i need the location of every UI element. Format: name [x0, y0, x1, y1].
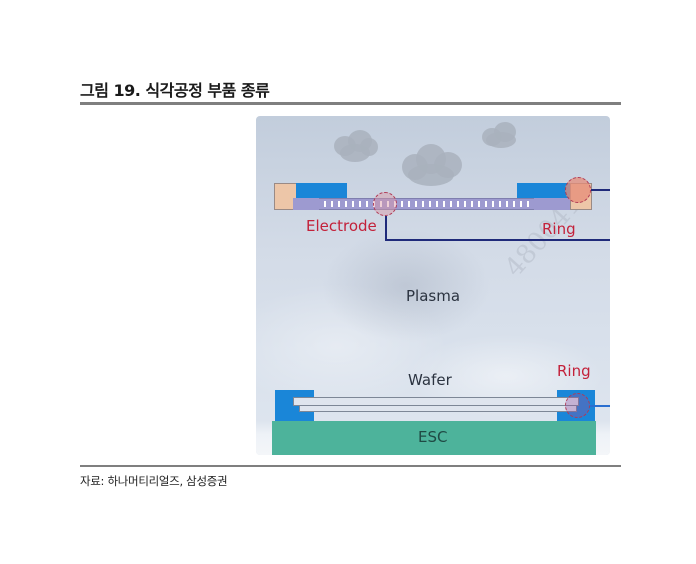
- lower-ring-highlight-circle: [565, 393, 590, 418]
- upper-left-blue-block: [296, 183, 347, 198]
- etching-parts-diagram: 480041 Electrode Ring Plasma Wafer Ring …: [256, 116, 610, 455]
- plasma-label: Plasma: [406, 287, 461, 305]
- upper-electrode-plate: [293, 198, 590, 210]
- upper-right-blue-block: [517, 183, 571, 198]
- figure-source: 자료: 하나머티리얼즈, 삼성증권: [80, 474, 228, 488]
- electrode-connector-horizontal: [385, 239, 610, 241]
- electrode-highlight-circle: [373, 192, 397, 216]
- upper-ring-connector: [591, 189, 610, 191]
- source-divider: [80, 465, 621, 467]
- upper-ring-highlight-circle: [565, 177, 591, 203]
- esc-chuck: [272, 421, 596, 455]
- lower-ring-connector: [590, 405, 610, 407]
- figure-title: 그림 19. 식각공정 부품 종류: [80, 81, 270, 100]
- wafer-bottom-plate: [299, 405, 577, 412]
- esc-label: ESC: [418, 428, 448, 446]
- title-divider: [80, 102, 621, 105]
- lower-ring-label: Ring: [557, 362, 591, 380]
- electrode-plate-edge-right: [534, 198, 570, 210]
- electrode-plate-edge-left: [293, 198, 319, 210]
- wafer-label: Wafer: [408, 371, 452, 389]
- electrode-connector-vertical: [385, 216, 387, 240]
- upper-ring-label: Ring: [542, 220, 576, 238]
- electrode-label: Electrode: [306, 217, 377, 235]
